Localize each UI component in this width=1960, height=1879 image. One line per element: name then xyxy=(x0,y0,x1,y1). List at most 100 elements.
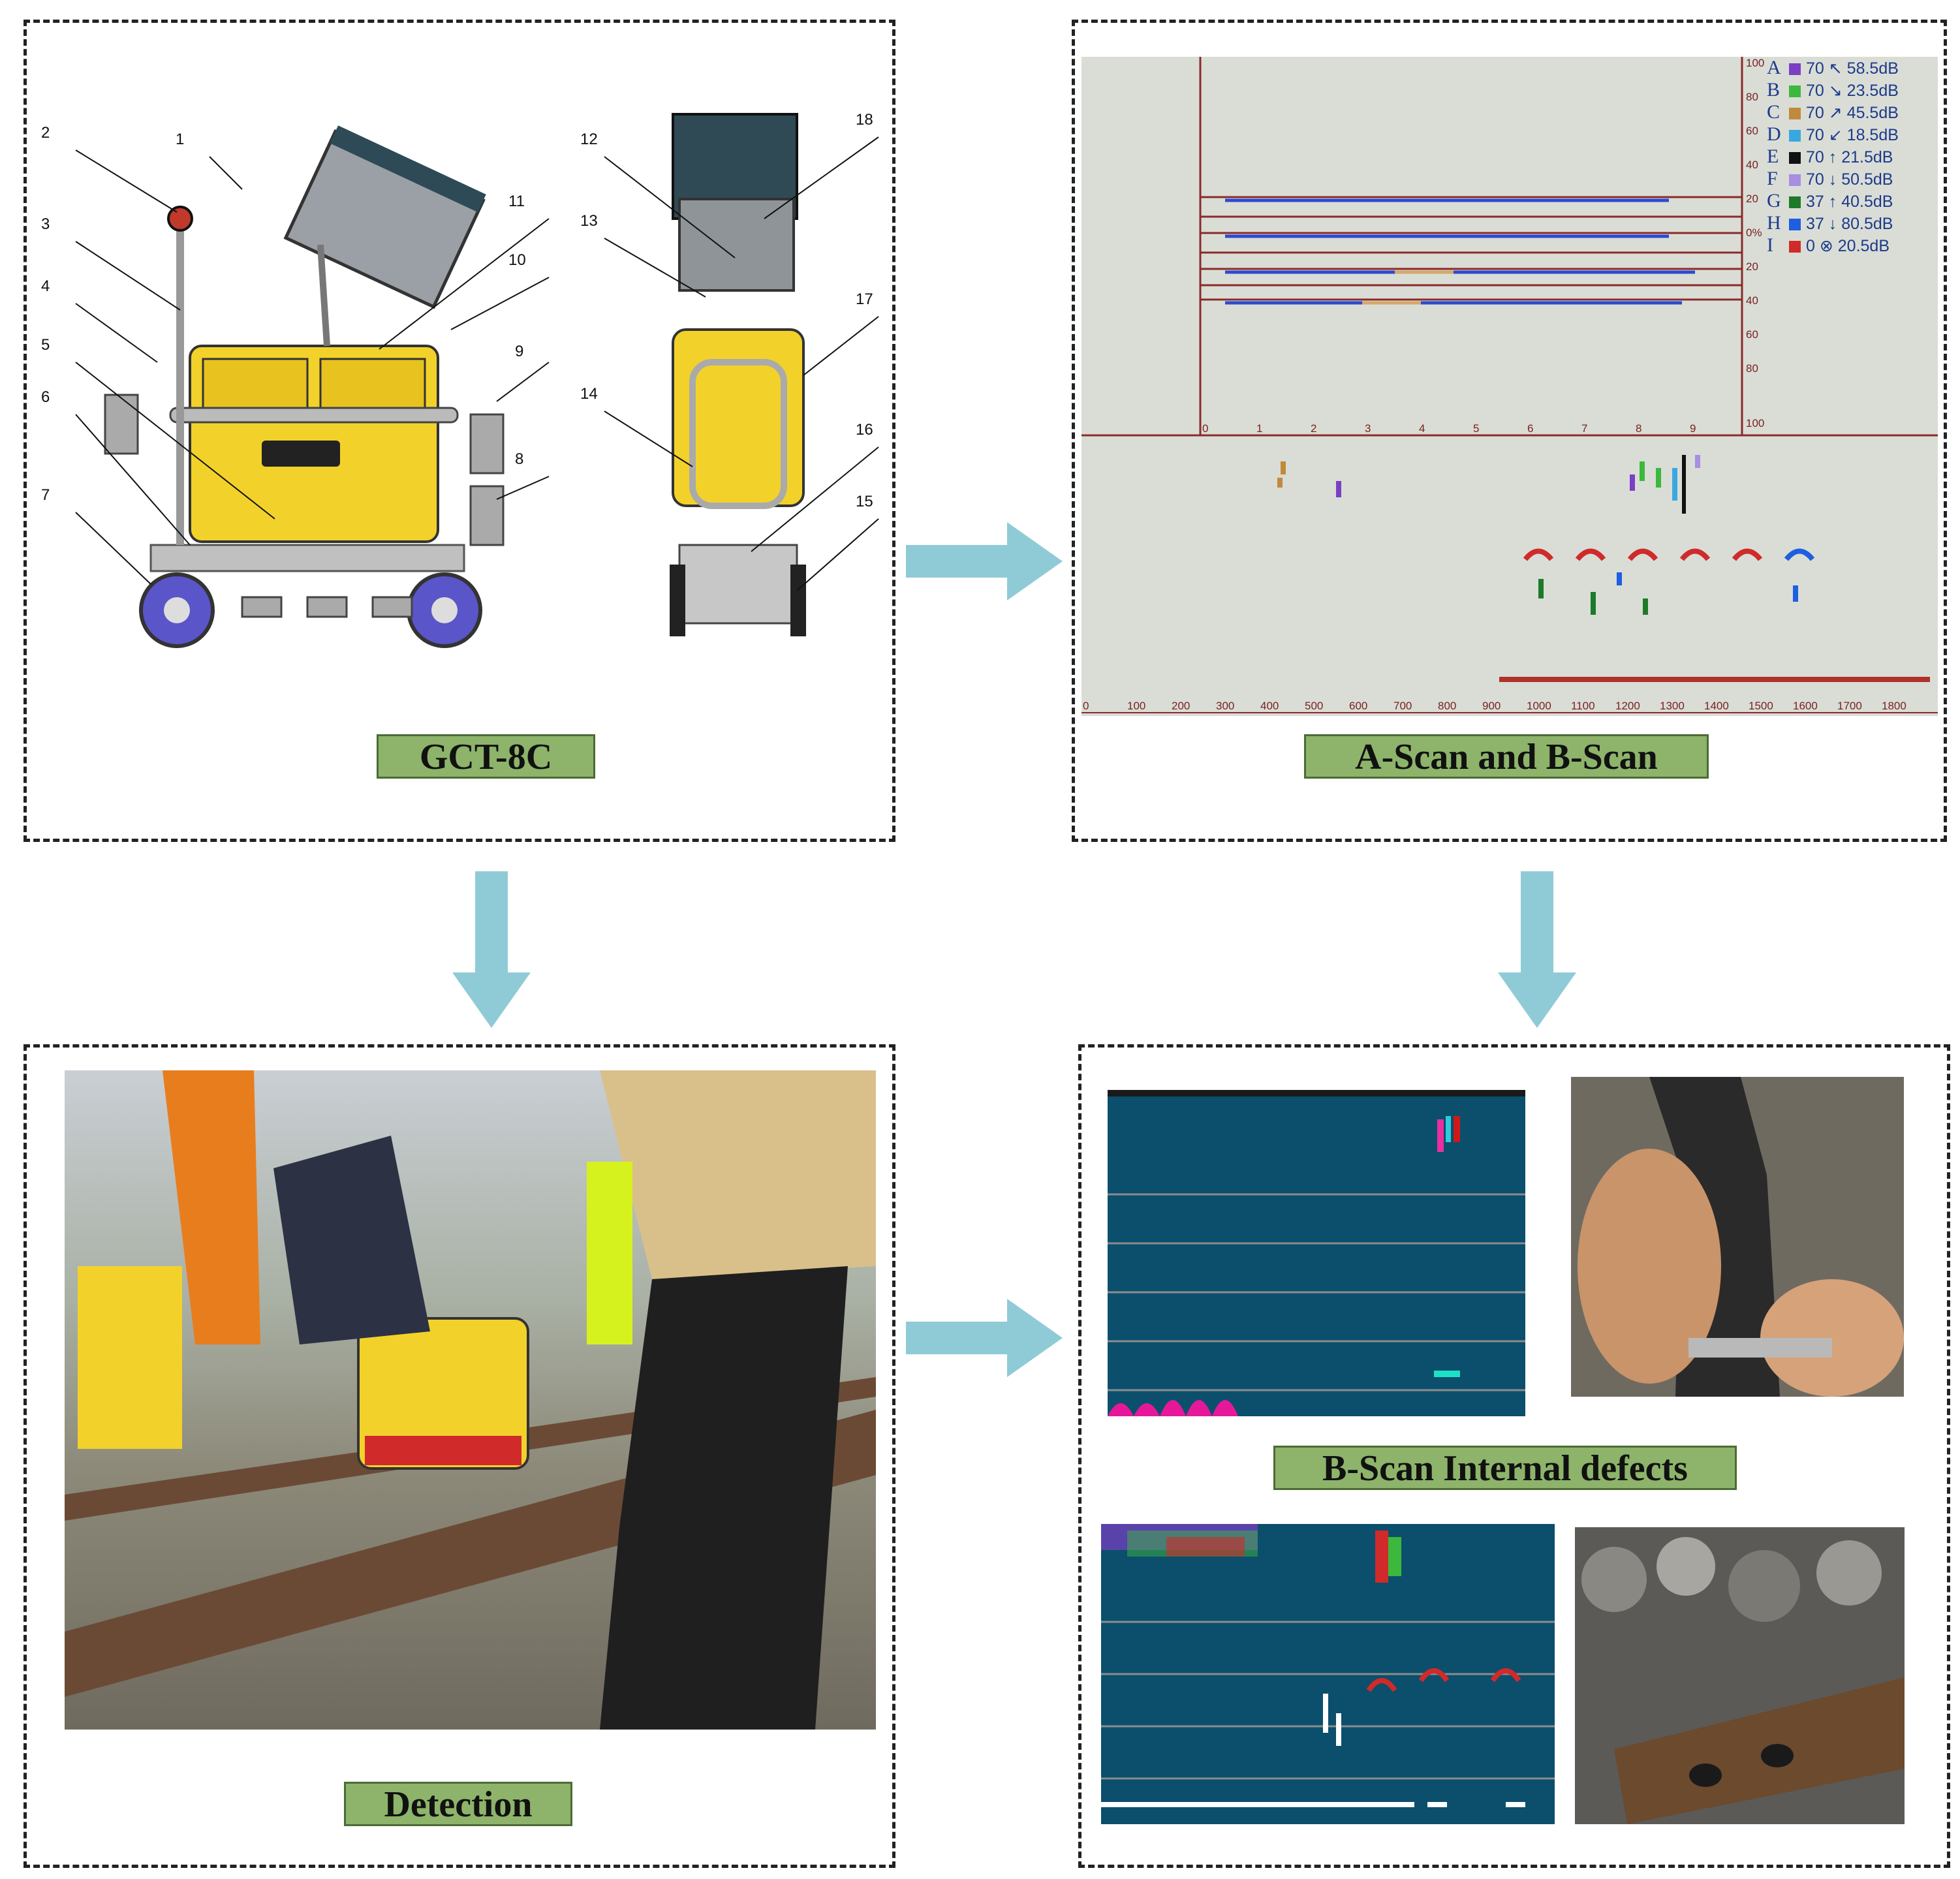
legend-arrow-icon: ↓ xyxy=(1828,170,1837,189)
bscan-tick-14: 1400 xyxy=(1704,700,1729,712)
callout-10: 10 xyxy=(508,251,526,269)
ascan-display: 100 80 60 40 20 0% 20 40 60 80 100 0 1 2… xyxy=(1081,57,1938,716)
scan-panel: 100 80 60 40 20 0% 20 40 60 80 100 0 1 2… xyxy=(1072,20,1947,842)
legend-angle: 45 xyxy=(1846,104,1865,122)
legend-db: .5dB xyxy=(1865,82,1899,100)
callout-14: 14 xyxy=(580,385,598,403)
legend-db: .5dB xyxy=(1859,170,1893,189)
ascan-tick-right-3: 40 xyxy=(1746,159,1758,171)
legend-angle: 50 xyxy=(1841,170,1860,189)
legend-gain: 0 xyxy=(1806,237,1815,255)
ascan-tick-bottom-6: 6 xyxy=(1527,422,1534,435)
legend-gain: 70 xyxy=(1806,59,1824,78)
ascan-tick-bottom-0: 0 xyxy=(1202,422,1209,435)
bscan-defect-2 xyxy=(1101,1524,1555,1824)
bscan-tick-8: 800 xyxy=(1438,700,1457,712)
legend-arrow-icon: ↙ xyxy=(1828,126,1843,144)
legend-swatch xyxy=(1789,241,1801,253)
bscan-tick-5: 500 xyxy=(1305,700,1324,712)
ascan-tick-right-7: 40 xyxy=(1746,294,1758,307)
bscan-tick-9: 900 xyxy=(1482,700,1501,712)
legend-swatch xyxy=(1789,63,1801,76)
ascan-tick-right-1: 80 xyxy=(1746,91,1758,103)
bscan-tick-12: 1200 xyxy=(1615,700,1640,712)
bscan-tick-3: 300 xyxy=(1216,700,1235,712)
legend-arrow-icon: ↑ xyxy=(1828,148,1837,166)
bscan-tick-16: 1600 xyxy=(1793,700,1818,712)
bscan-tick-10: 1000 xyxy=(1527,700,1551,712)
rail-defect-photo-2 xyxy=(1575,1527,1905,1824)
legend-channel: D xyxy=(1767,123,1781,145)
scan-label: A-Scan and B-Scan xyxy=(1304,734,1709,779)
legend-db: .5dB xyxy=(1859,215,1893,233)
legend-row-i: I 0 ⊗ 20.5dB xyxy=(1767,234,1890,256)
callout-18: 18 xyxy=(856,111,873,129)
rail-defect-photo-1 xyxy=(1571,1077,1904,1397)
legend-angle: 23 xyxy=(1846,82,1865,100)
legend-angle: 80 xyxy=(1841,215,1860,233)
legend-arrow-icon: ↖ xyxy=(1828,59,1843,78)
legend-swatch xyxy=(1789,85,1801,98)
callout-5: 5 xyxy=(41,336,50,354)
bscan-tick-13: 1300 xyxy=(1660,700,1685,712)
bscan-defect-1 xyxy=(1108,1090,1525,1416)
defects-label: B-Scan Internal defects xyxy=(1273,1446,1737,1490)
field-detection-photo xyxy=(65,1070,876,1730)
legend-angle: 58 xyxy=(1846,59,1865,78)
legend-channel: I xyxy=(1767,234,1773,256)
legend-arrow-icon: ↑ xyxy=(1828,193,1837,211)
legend-channel: H xyxy=(1767,212,1781,234)
rail-section-scene xyxy=(1578,1077,1904,1397)
ascan-tick-bottom-9: 9 xyxy=(1690,422,1696,435)
callout-8: 8 xyxy=(515,450,524,468)
ascan-tick-right-2: 60 xyxy=(1746,125,1758,137)
legend-db: .5dB xyxy=(1865,104,1899,122)
detection-label: Detection xyxy=(344,1782,572,1826)
arrow-down-left xyxy=(452,871,531,1028)
legend-arrow-icon: ⊗ xyxy=(1819,237,1833,255)
arrow-down-right xyxy=(1498,871,1576,1028)
callout-13: 13 xyxy=(580,212,598,230)
legend-swatch xyxy=(1789,196,1801,209)
gct8c-device-drawing xyxy=(75,113,879,648)
legend-angle: 21 xyxy=(1841,148,1860,166)
arrow-right-top xyxy=(906,522,1063,600)
ascan-tick-bottom-5: 5 xyxy=(1473,422,1480,435)
legend-channel: G xyxy=(1767,190,1781,211)
legend-gain: 70 xyxy=(1806,82,1824,100)
device-panel: 1 2 3 4 5 6 7 8 9 10 11 12 13 14 15 16 1… xyxy=(23,20,895,842)
legend-swatch xyxy=(1789,174,1801,187)
bscan-tick-15: 1500 xyxy=(1749,700,1773,712)
ascan-tick-right-8: 60 xyxy=(1746,328,1758,341)
ascan-tick-right-0: 100 xyxy=(1746,57,1765,69)
callout-11: 11 xyxy=(508,193,525,210)
legend-gain: 70 xyxy=(1806,104,1824,122)
ascan-tick-bottom-2: 2 xyxy=(1311,422,1317,435)
bscan-defect-2-graph xyxy=(1101,1524,1555,1807)
callout-15: 15 xyxy=(856,493,873,510)
bscan-tick-11: 1100 xyxy=(1571,700,1595,712)
ascan-tick-bottom-3: 3 xyxy=(1365,422,1371,435)
legend-db: .5dB xyxy=(1859,193,1893,211)
callout-6: 6 xyxy=(41,388,50,406)
legend-gain: 37 xyxy=(1806,193,1824,211)
bscan-tick-1: 100 xyxy=(1127,700,1146,712)
defects-panel: B-Scan Internal defects xyxy=(1078,1044,1950,1868)
legend-arrow-icon: ↘ xyxy=(1828,82,1843,100)
detection-scene xyxy=(65,1070,876,1730)
bscan-tick-2: 200 xyxy=(1172,700,1190,712)
bscan-defect-1-graph xyxy=(1108,1090,1525,1416)
legend-db: .5dB xyxy=(1865,126,1899,144)
legend-arrow-icon: ↓ xyxy=(1828,215,1837,233)
legend-arrow-icon: ↗ xyxy=(1828,104,1843,122)
legend-db: .5dB xyxy=(1856,237,1890,255)
legend-angle: 20 xyxy=(1837,237,1856,255)
legend-channel: F xyxy=(1767,168,1778,189)
callout-12: 12 xyxy=(580,131,598,148)
ascan-tick-right-5: 0% xyxy=(1746,226,1762,239)
